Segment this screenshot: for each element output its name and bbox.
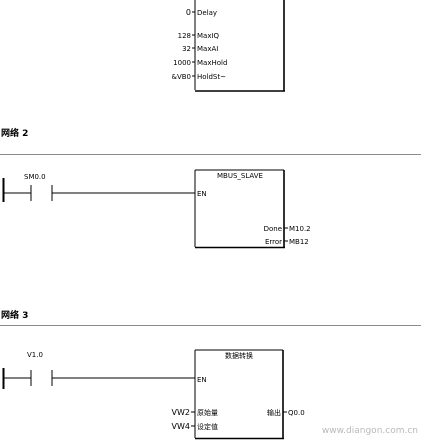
network-2-title: 网络 2 <box>1 127 28 139</box>
network-3: 网络 3 V1.0 数据转换 EN 原始量 输出 设定值 VW2 VW4 <box>0 309 421 440</box>
pin-value-maxai: 32 <box>182 45 191 53</box>
mbus-slave-error-value: MB12 <box>289 238 309 246</box>
data-conversion-in1-value: VW2 <box>172 408 190 417</box>
pin-name-maxhold: MaxHold <box>197 59 227 67</box>
data-conversion-in2-value: VW4 <box>172 422 190 431</box>
network-2: 网络 2 SM0.0 MBUS_SLAVE EN Done Error M10.… <box>0 127 421 249</box>
network-2-contact[interactable] <box>4 185 53 201</box>
data-conversion-out-pin: 输出 <box>267 408 281 417</box>
network-2-contact-label: SM0.0 <box>24 173 46 181</box>
pin-name-maxai: MaxAI <box>197 45 218 53</box>
mbus-slave-done-value: M10.2 <box>289 225 311 233</box>
data-conversion-title: 数据转换 <box>225 351 253 360</box>
pin-name-delay: Delay <box>197 9 217 17</box>
network-3-contact-label: V1.0 <box>27 351 43 359</box>
pin-name-maxiq: MaxIQ <box>197 32 220 40</box>
data-conversion-out-value: Q0.0 <box>288 409 305 417</box>
pin-value-holdst: &VB0 <box>171 73 191 81</box>
mbus-slave-done-pin: Done <box>264 225 282 233</box>
pin-name-holdst: HoldSt~ <box>197 73 226 81</box>
network-3-title: 网络 3 <box>1 309 28 321</box>
pin-value-maxhold: 1000 <box>173 59 191 67</box>
data-conversion-in1-pin: 原始量 <box>197 408 218 417</box>
mbus-slave-block[interactable]: MBUS_SLAVE EN Done Error <box>194 169 285 249</box>
mbus-slave-error-pin: Error <box>265 238 282 246</box>
block-top: 0 Delay 128 MaxIQ 32 MaxAI 1000 MaxHold … <box>171 0 285 92</box>
data-conversion-en: EN <box>197 376 207 384</box>
watermark-text: www.diangon.com.cn <box>322 426 418 436</box>
pin-value-delay: 0 <box>186 8 191 17</box>
network-3-contact[interactable] <box>4 370 53 386</box>
data-conversion-block[interactable]: 数据转换 EN 原始量 输出 设定值 <box>194 349 284 440</box>
mbus-slave-title: MBUS_SLAVE <box>217 172 263 180</box>
mbus-slave-en: EN <box>197 190 207 198</box>
data-conversion-in2-pin: 设定值 <box>197 422 218 431</box>
pin-value-maxiq: 128 <box>178 32 191 40</box>
